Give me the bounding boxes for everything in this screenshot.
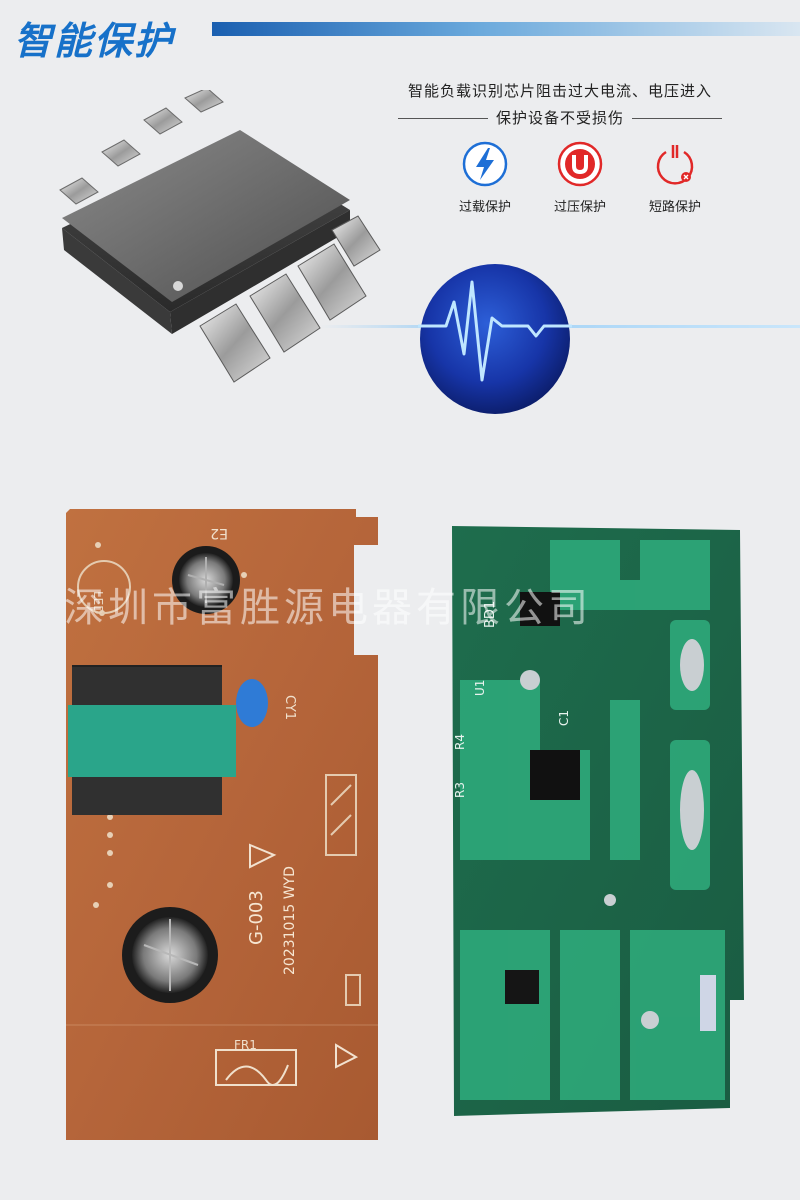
label-c1: C1 bbox=[557, 710, 571, 726]
power-short-icon bbox=[656, 145, 694, 185]
label-led: LED bbox=[91, 591, 105, 615]
description-line2-row: 保护设备不受损伤 bbox=[380, 107, 740, 129]
u-voltage-icon bbox=[557, 141, 603, 187]
label-date-code: 20231015 WYD bbox=[282, 866, 298, 975]
label-u1: U1 bbox=[473, 680, 487, 696]
label-r4: R4 bbox=[453, 734, 467, 750]
label-cy1: CY1 bbox=[282, 695, 297, 720]
feature-label: 短路保护 bbox=[648, 200, 701, 215]
heartbeat-circle bbox=[418, 262, 572, 416]
feature-overload: 过载保护 bbox=[440, 140, 530, 215]
company-watermark: 深圳市富胜源电器有限公司 bbox=[64, 585, 592, 631]
label-model: G-003 bbox=[246, 890, 267, 945]
description-line2: 保护设备不受损伤 bbox=[489, 107, 630, 128]
feature-label: 过载保护 bbox=[458, 200, 511, 215]
ic-chip-image bbox=[40, 87, 390, 400]
description-line1: 智能负载识别芯片阻击过大电流、电压进入 bbox=[407, 82, 712, 100]
feature-overvoltage: 过压保护 bbox=[535, 140, 625, 215]
divider-left bbox=[398, 118, 488, 119]
label-fr1: FR1 bbox=[234, 1038, 257, 1052]
section-title: 智能保护 bbox=[14, 19, 175, 63]
section-header: 智能保护 bbox=[0, 0, 800, 70]
feature-label: 过压保护 bbox=[553, 200, 606, 215]
label-r3: R3 bbox=[453, 782, 467, 798]
label-e2: E2 bbox=[210, 525, 228, 541]
label-bd1: BD1 bbox=[483, 601, 498, 628]
lightning-icon bbox=[462, 141, 508, 187]
feature-list: 过载保护 过压保护 短路保护 bbox=[440, 140, 740, 230]
description-block: 智能负载识别芯片阻击过大电流、电压进入 保护设备不受损伤 bbox=[380, 80, 740, 129]
pcb-green-board-photo: BD1 U1 R4 R3 C1 bbox=[450, 520, 750, 1120]
pcb-copper-board-photo: LED E2 CY1 G-003 20231015 WYD bbox=[66, 505, 378, 1140]
divider-right bbox=[632, 118, 722, 119]
feature-shortcircuit: 短路保护 bbox=[630, 140, 720, 215]
header-gradient-bar bbox=[212, 22, 800, 36]
